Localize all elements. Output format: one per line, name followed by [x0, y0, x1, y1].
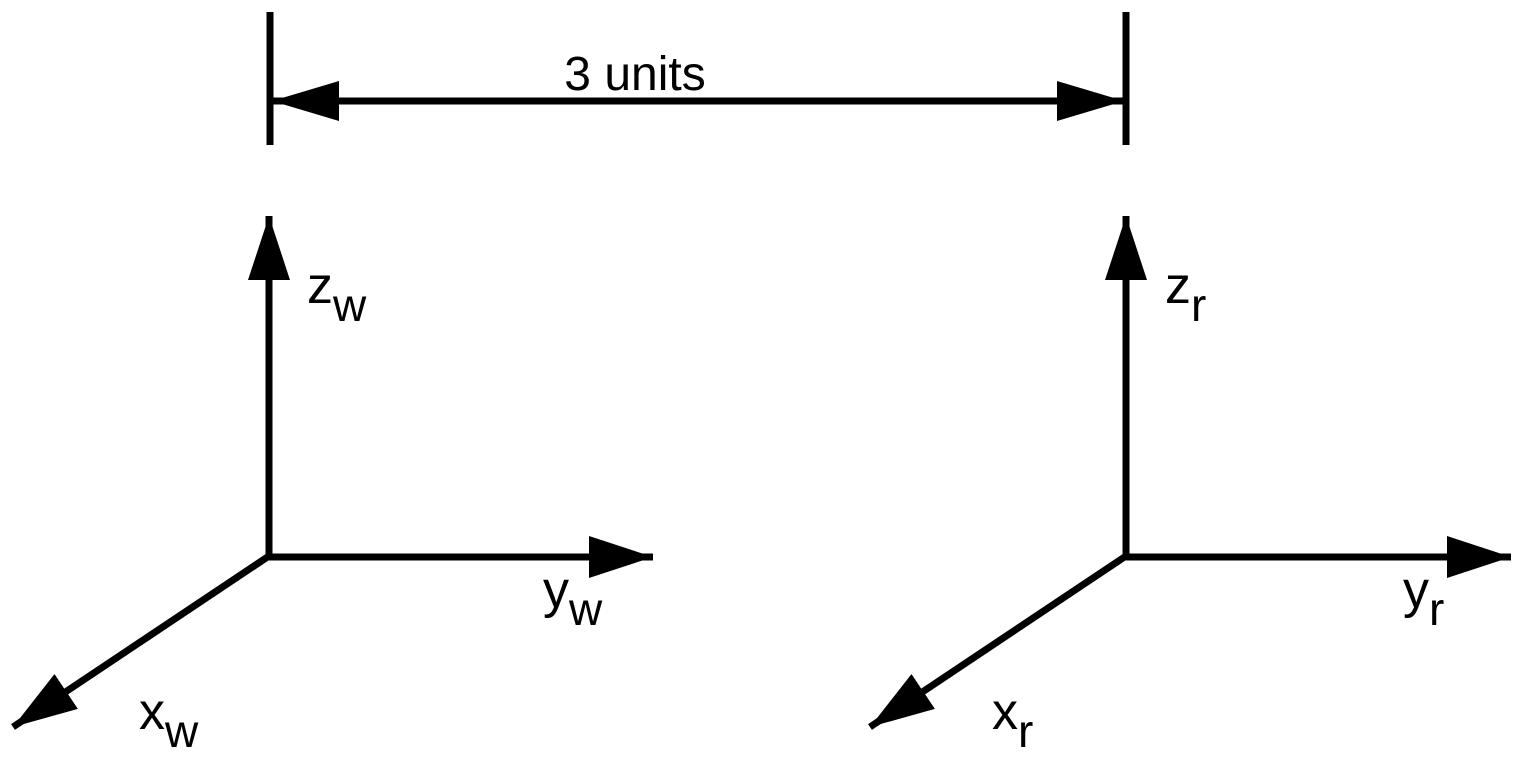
right-y-label-main: y [1403, 561, 1429, 619]
right-x-label-sub: r [1018, 705, 1033, 757]
left-y-label-sub: w [568, 583, 603, 635]
left-x-label-main: x [139, 683, 165, 741]
left-x-label-sub: w [164, 705, 199, 757]
dimension-left-arrowhead-icon [272, 81, 339, 121]
right-z-label-sub: r [1191, 279, 1206, 331]
right-z-axis-label: zr [1165, 257, 1206, 331]
left-x-axis [11, 553, 271, 730]
right-frame: zr yr xr [868, 216, 1511, 757]
right-x-axis-label: xr [992, 683, 1033, 757]
right-x-axis [868, 553, 1128, 730]
dimension-label: 3 units [564, 48, 705, 101]
left-z-label-sub: w [332, 279, 367, 331]
right-y-label-sub: r [1429, 583, 1444, 635]
left-z-label-main: z [307, 257, 333, 315]
right-y-axis-label: yr [1403, 561, 1444, 635]
dimension-indicator: 3 units [266, 12, 1130, 145]
left-y-label-main: y [543, 561, 569, 619]
right-x-label-main: x [992, 683, 1018, 741]
left-frame: zw yw xw [11, 216, 653, 757]
right-z-label-main: z [1165, 257, 1191, 315]
left-x-axis-label: xw [139, 683, 199, 757]
dimension-right-arrowhead-icon [1057, 81, 1124, 121]
left-z-axis-label: zw [307, 257, 367, 331]
left-y-axis-label: yw [543, 561, 603, 635]
